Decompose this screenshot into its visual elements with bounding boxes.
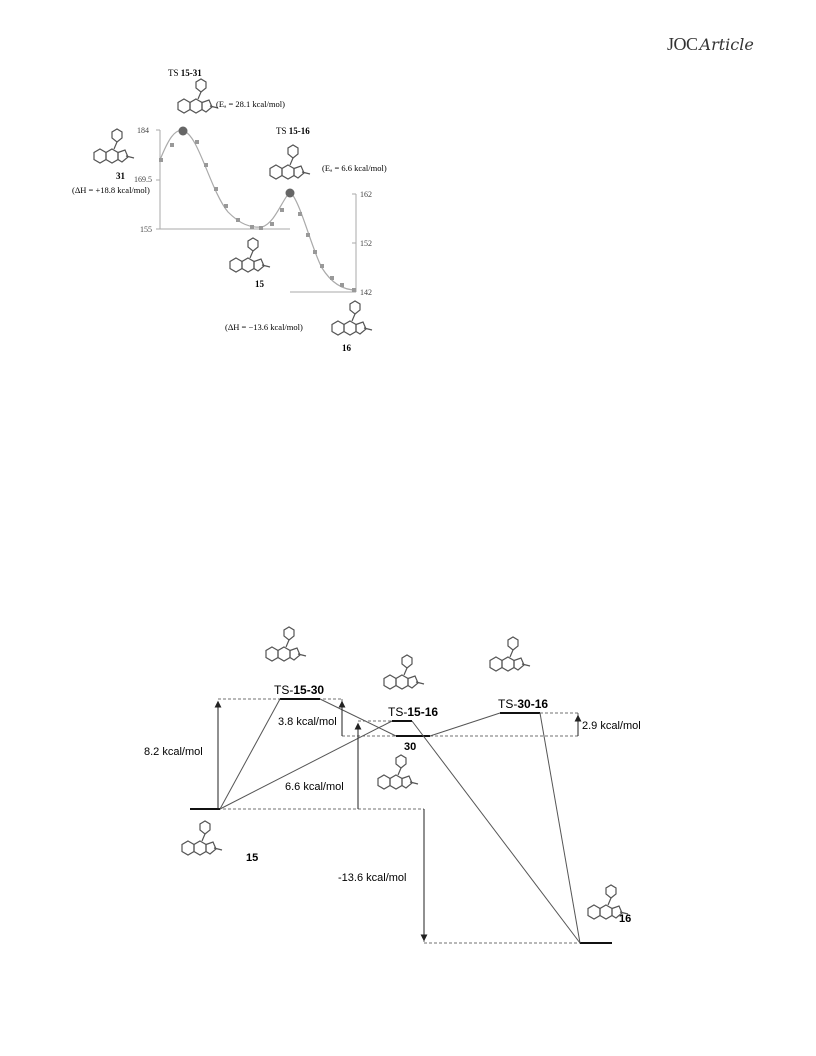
molecule-ts-15-30 [265,626,307,662]
compound-15-label: 15 [246,852,258,864]
right-axis-tick-label: 162 [360,190,372,199]
energy-label-minus-13-6: -13.6 kcal/mol [338,872,406,884]
section-name: Article [699,35,754,54]
journal-name: JOC [667,34,698,54]
molecule-15 [181,820,223,856]
energy-arrows [214,700,582,942]
energy-label-3-8: 3.8 kcal/mol [278,716,337,728]
ts-15-16-ea: (Eₐ = 6.6 kcal/mol) [322,163,387,173]
left-axis-tick-label: 169.5 [134,175,152,184]
compound-16-label: 16 [619,913,631,925]
compound-30-label: 30 [404,741,416,753]
ts-15-31-marker [178,126,188,136]
ts-15-31-ea: (Eₐ = 28.1 kcal/mol) [216,99,285,109]
compound-15-label: 15 [255,279,265,289]
ts-15-16-label: TS-15-16 [388,705,438,719]
molecule-ts-15-16 [383,654,425,690]
molecule-ts-15-31 [177,78,219,114]
right-axis-tick-label: 152 [360,239,372,248]
figure-2-energy-diagram: TS-15-30 TS-15-16 TS-30-16 30 15 16 8.2 … [144,626,641,944]
reaction-path-curve [159,129,357,291]
molecule-ts-15-16 [269,144,311,180]
energy-label-8-2: 8.2 kcal/mol [144,746,203,758]
molecule-15 [229,237,271,273]
energy-label-6-6: 6.6 kcal/mol [285,781,344,793]
left-axis-tick-label: 184 [137,126,149,135]
ts-15-16-marker [285,188,295,198]
compound-31-label: 31 [116,171,126,181]
molecule-30 [377,754,419,790]
energy-levels [190,698,612,944]
molecule-ts-30-16 [489,636,531,672]
compound-16-label: 16 [342,343,352,353]
ts-15-16-label: TS 15-16 [276,126,310,136]
figure-1-axes [159,130,357,293]
reaction-paths [219,698,581,944]
compound-16-dh: (ΔH = −13.6 kcal/mol) [225,322,303,332]
compound-31-dh: (ΔH = +18.8 kcal/mol) [72,185,150,195]
ts-15-31-label: TS 15-31 [168,68,202,78]
molecule-31 [93,128,135,164]
right-axis-tick-label: 142 [360,288,372,297]
left-axis-tick-label: 155 [140,225,152,234]
ts-30-16-label: TS-30-16 [498,697,548,711]
molecule-16 [331,300,373,336]
figure-1-energy-profile: TS 15-31 (Eₐ = 28.1 kcal/mol) TS 15-16 (… [72,68,387,353]
figure-1-ticks [156,129,356,293]
energy-label-2-9: 2.9 kcal/mol [582,720,641,732]
reaction-path-points [159,140,356,292]
ts-15-30-label: TS-15-30 [274,683,324,697]
